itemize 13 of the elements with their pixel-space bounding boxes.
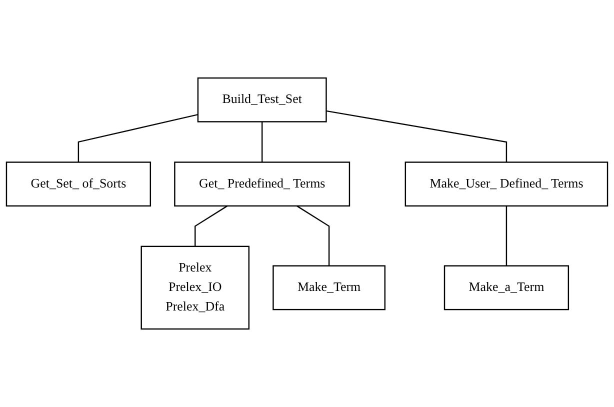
connector (261, 122, 263, 162)
node-box: Make_a_Term (444, 265, 570, 310)
node-box: Make_User_ Defined_ Terms (404, 162, 608, 207)
node-box: Make_Term (272, 265, 386, 310)
connector (194, 205, 228, 246)
node-box: Prelex Prelex_IO Prelex_Dfa (140, 246, 250, 330)
connector (506, 206, 508, 266)
node-box: Get_ Predefined_ Terms (174, 162, 350, 207)
connector (296, 205, 330, 266)
connector (78, 114, 198, 162)
node-box: Get_Set_ of_Sorts (6, 162, 152, 207)
connector (326, 110, 508, 162)
node-box: Build_Test_Set (197, 77, 327, 122)
